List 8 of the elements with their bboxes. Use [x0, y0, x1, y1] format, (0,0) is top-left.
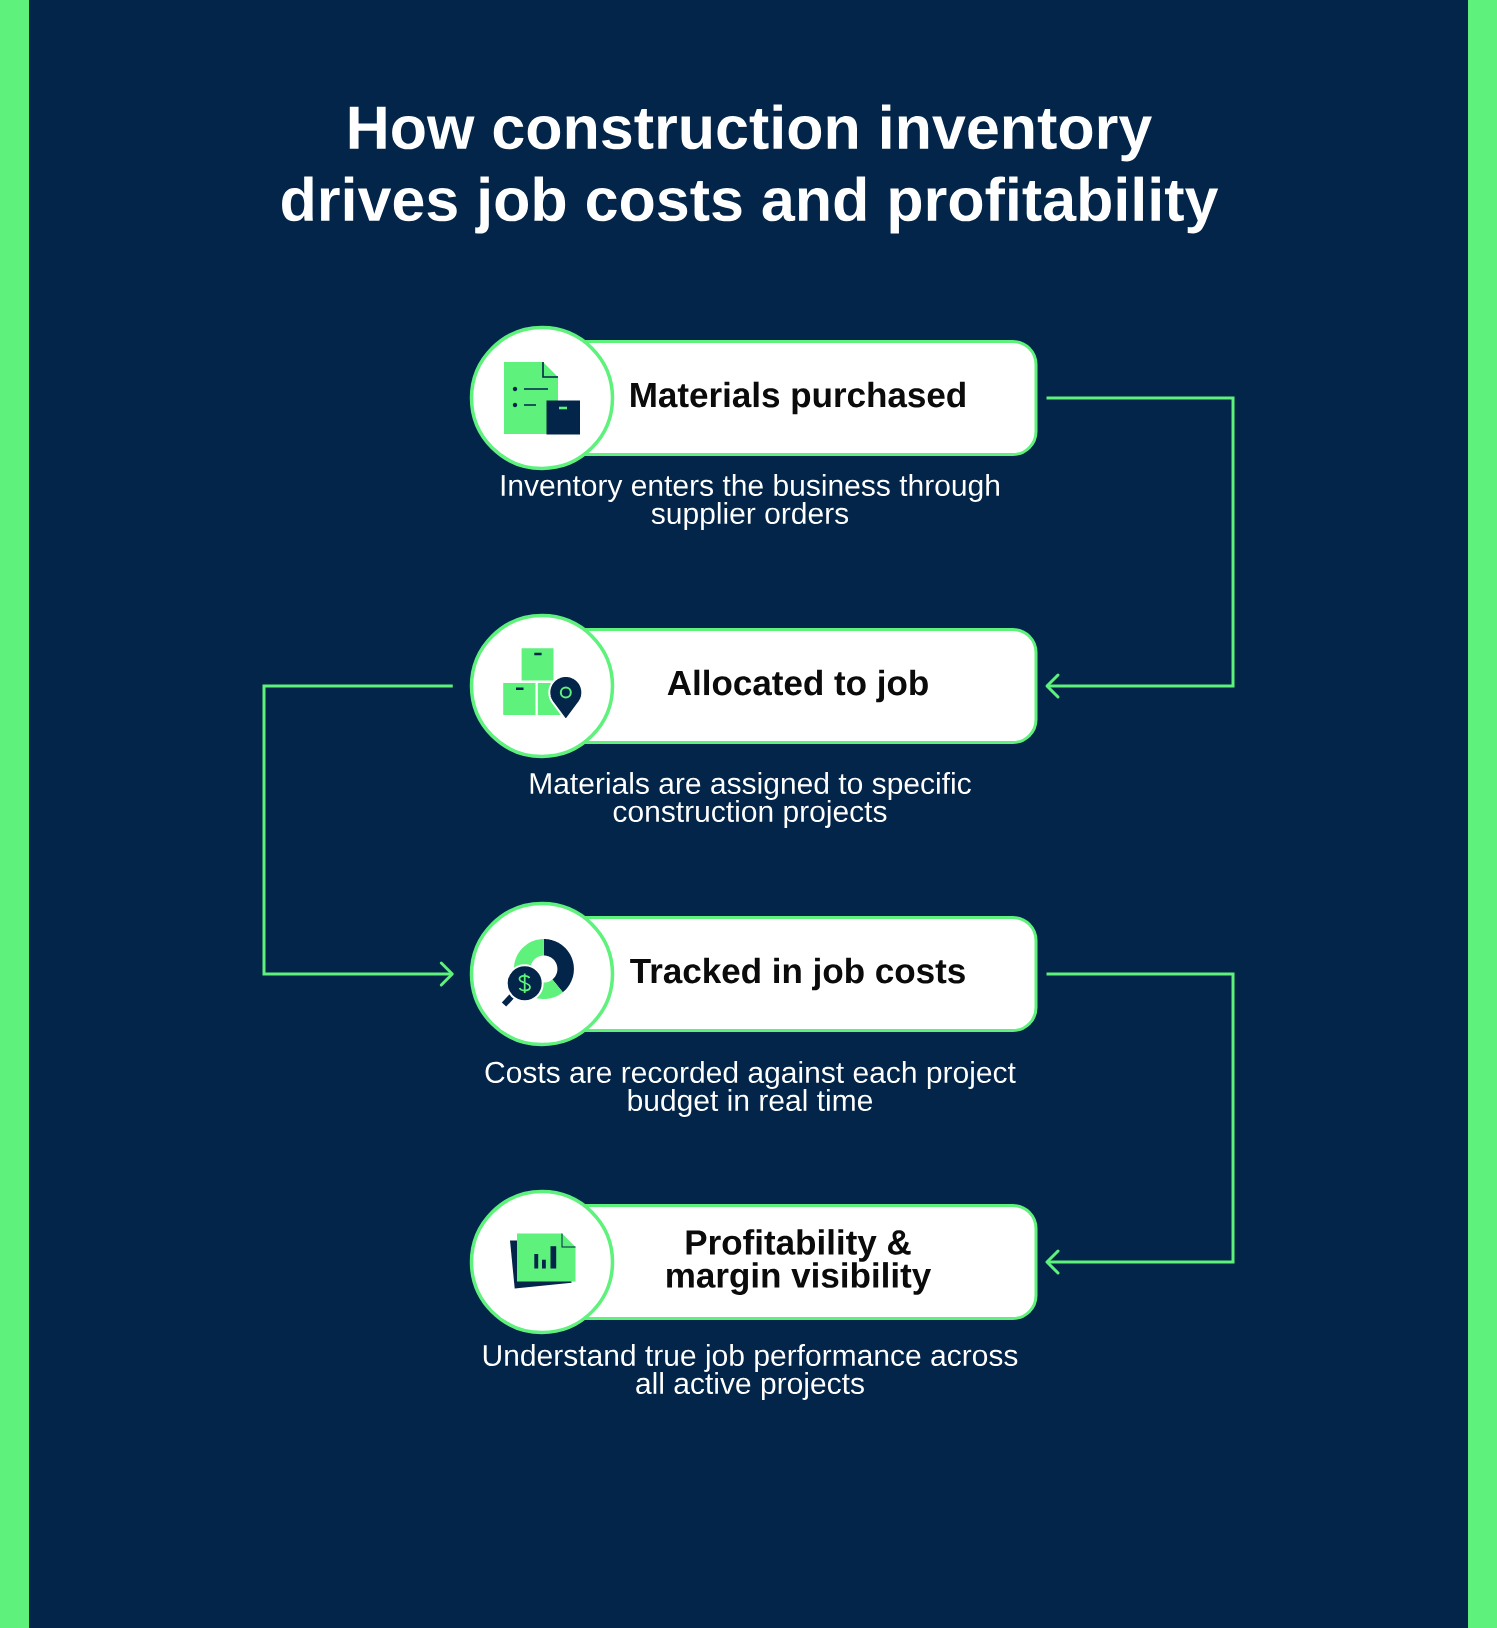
- step-description: Costs are recorded against each project budget in real time: [485, 1061, 1016, 1117]
- step-description: Materials are assigned to specific construction projects: [530, 772, 971, 828]
- title: How construction inventory drives job costs and profitability: [282, 104, 1219, 234]
- connector-arrow: [1045, 972, 1235, 1275]
- connector-arrow: [262, 684, 454, 987]
- step-description: Understand true job performance across all active projects: [483, 1344, 1018, 1400]
- connector-arrow: [1045, 396, 1235, 699]
- step-description: Inventory enters the business through supplier orders: [501, 474, 999, 530]
